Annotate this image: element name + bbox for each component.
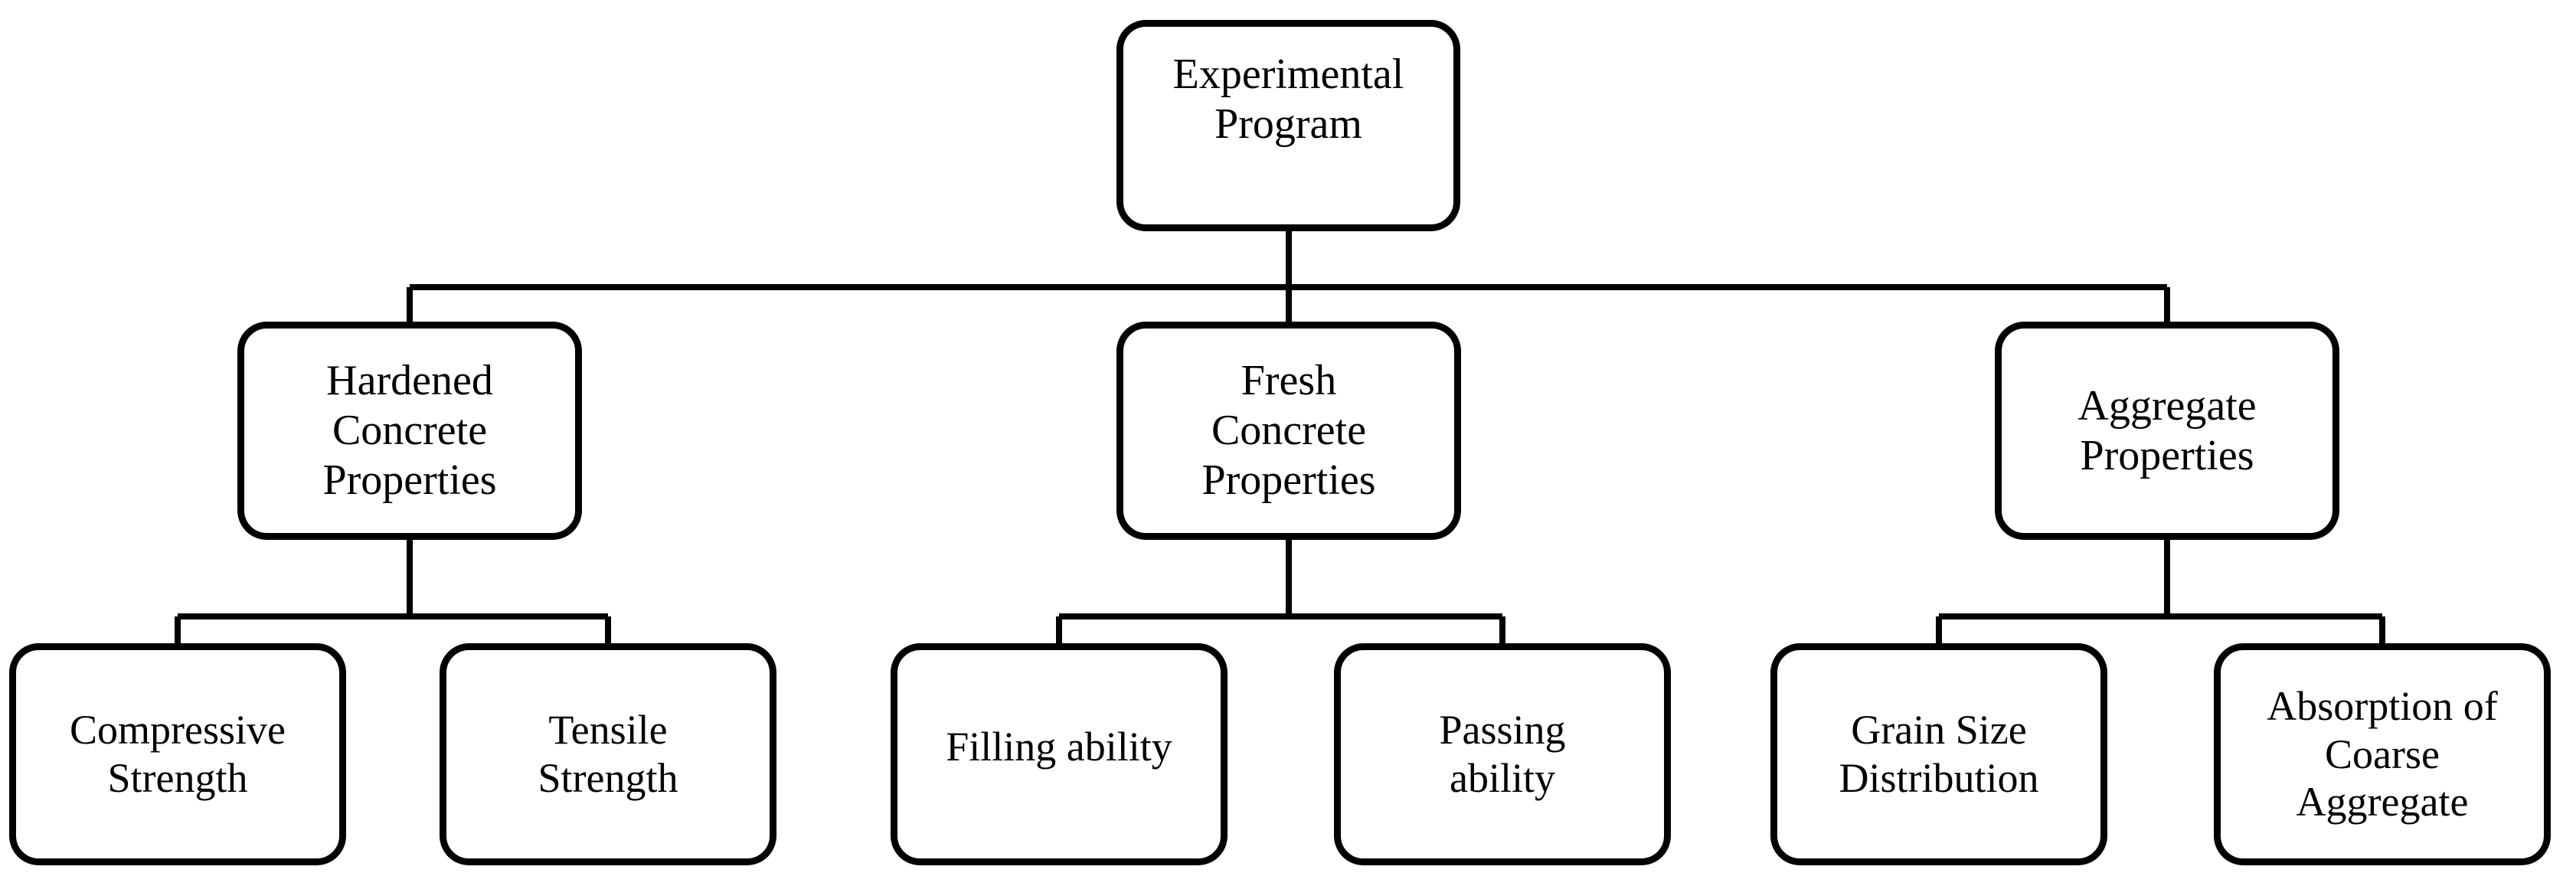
- node-box-compressive-strength[interactable]: [9, 643, 346, 865]
- node-box-grain-size-distribution[interactable]: [1770, 643, 2107, 865]
- node-box-aggregate-properties[interactable]: [1995, 322, 2339, 540]
- node-box-hardened-concrete-properties[interactable]: [237, 322, 582, 540]
- node-box-passing-ability[interactable]: [1334, 643, 1671, 865]
- node-box-experimental-program[interactable]: [1116, 20, 1460, 231]
- connector-layer: [175, 231, 2385, 643]
- node-box-tensile-strength[interactable]: [440, 643, 776, 865]
- node-box-filling-ability[interactable]: [891, 643, 1228, 865]
- node-box-layer: [9, 20, 2551, 865]
- node-box-fresh-concrete-properties[interactable]: [1116, 322, 1461, 540]
- node-box-absorption-of-coarse-aggregate[interactable]: [2214, 643, 2551, 865]
